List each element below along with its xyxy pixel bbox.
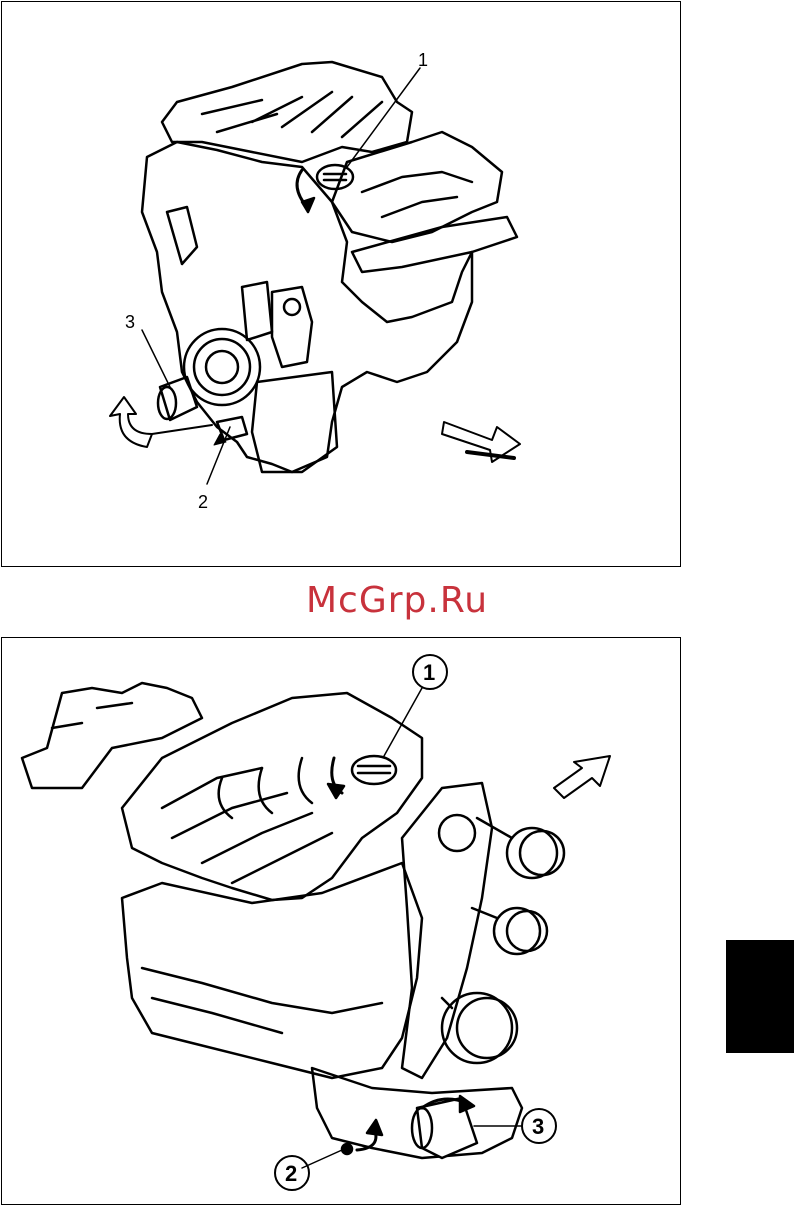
callout-label: 3 (125, 312, 135, 332)
rotate-arrow-icon (110, 397, 152, 447)
oil-filter (160, 377, 197, 420)
callout-label: 2 (198, 492, 208, 512)
callout-label: 1 (423, 660, 435, 685)
drain-plug (342, 1144, 352, 1154)
section-tab (726, 940, 794, 1053)
callout-label: 3 (532, 1114, 544, 1139)
watermark-text: McGrp.Ru (0, 580, 794, 621)
engine-drawing-bottom: 1 2 3 (2, 638, 682, 1206)
callout-label: 2 (285, 1161, 297, 1186)
engine-drawing-top: 1 2 3 (2, 2, 682, 568)
engine-figure-bottom: 1 2 3 (1, 637, 681, 1205)
oil-pan (252, 372, 337, 472)
timing-cover (402, 783, 492, 1078)
direction-arrow-icon (554, 756, 610, 798)
engine-figure-top: 1 2 3 (1, 1, 681, 567)
oil-filler-cap (352, 756, 396, 784)
oil-filler-cap (317, 165, 353, 189)
engine-block (122, 863, 422, 1078)
crank-pulley (184, 329, 260, 405)
callout-label: 1 (418, 50, 428, 70)
